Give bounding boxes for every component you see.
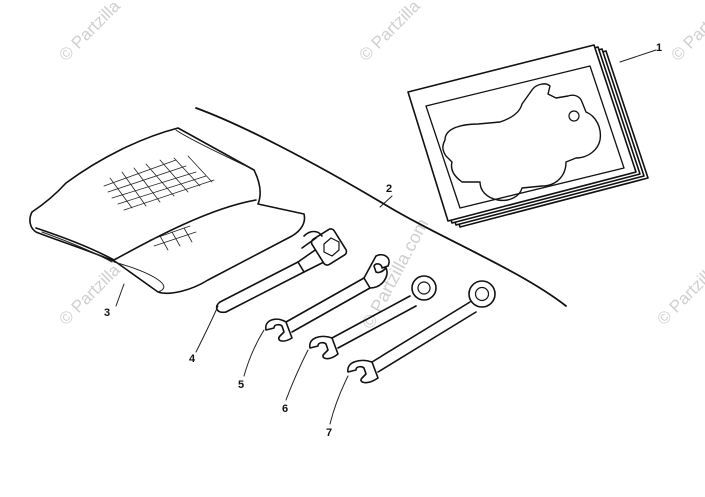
- watermark-top-left: © Partzilla: [55, 0, 124, 65]
- watermark-mid-right: © Partzilla: [653, 260, 705, 329]
- wrench-7-drawing: [329, 280, 496, 425]
- socket-wrench-drawing: [195, 228, 348, 353]
- manual-drawing: [407, 44, 657, 228]
- tool-pouch-drawing: [29, 127, 306, 307]
- watermark-top-middle: © Partzilla: [355, 0, 424, 65]
- wrench-5-drawing: [243, 253, 390, 377]
- watermark-top-right: © Partzilla: [667, 0, 705, 65]
- callout-3[interactable]: 3: [104, 307, 110, 319]
- watermark-center: © Partzilla.com: [358, 215, 433, 331]
- callout-4[interactable]: 4: [189, 353, 196, 365]
- callout-labels: 1 2 3 4 5 6 7: [104, 42, 662, 439]
- callout-2[interactable]: 2: [386, 183, 392, 195]
- wrench-6-drawing: [285, 275, 437, 401]
- callout-1[interactable]: 1: [656, 42, 662, 54]
- tool-kit-line: [195, 107, 567, 307]
- callout-7[interactable]: 7: [326, 427, 332, 439]
- watermark-mid-left: © Partzilla: [55, 260, 124, 329]
- callout-5[interactable]: 5: [238, 379, 244, 391]
- callout-6[interactable]: 6: [282, 403, 288, 415]
